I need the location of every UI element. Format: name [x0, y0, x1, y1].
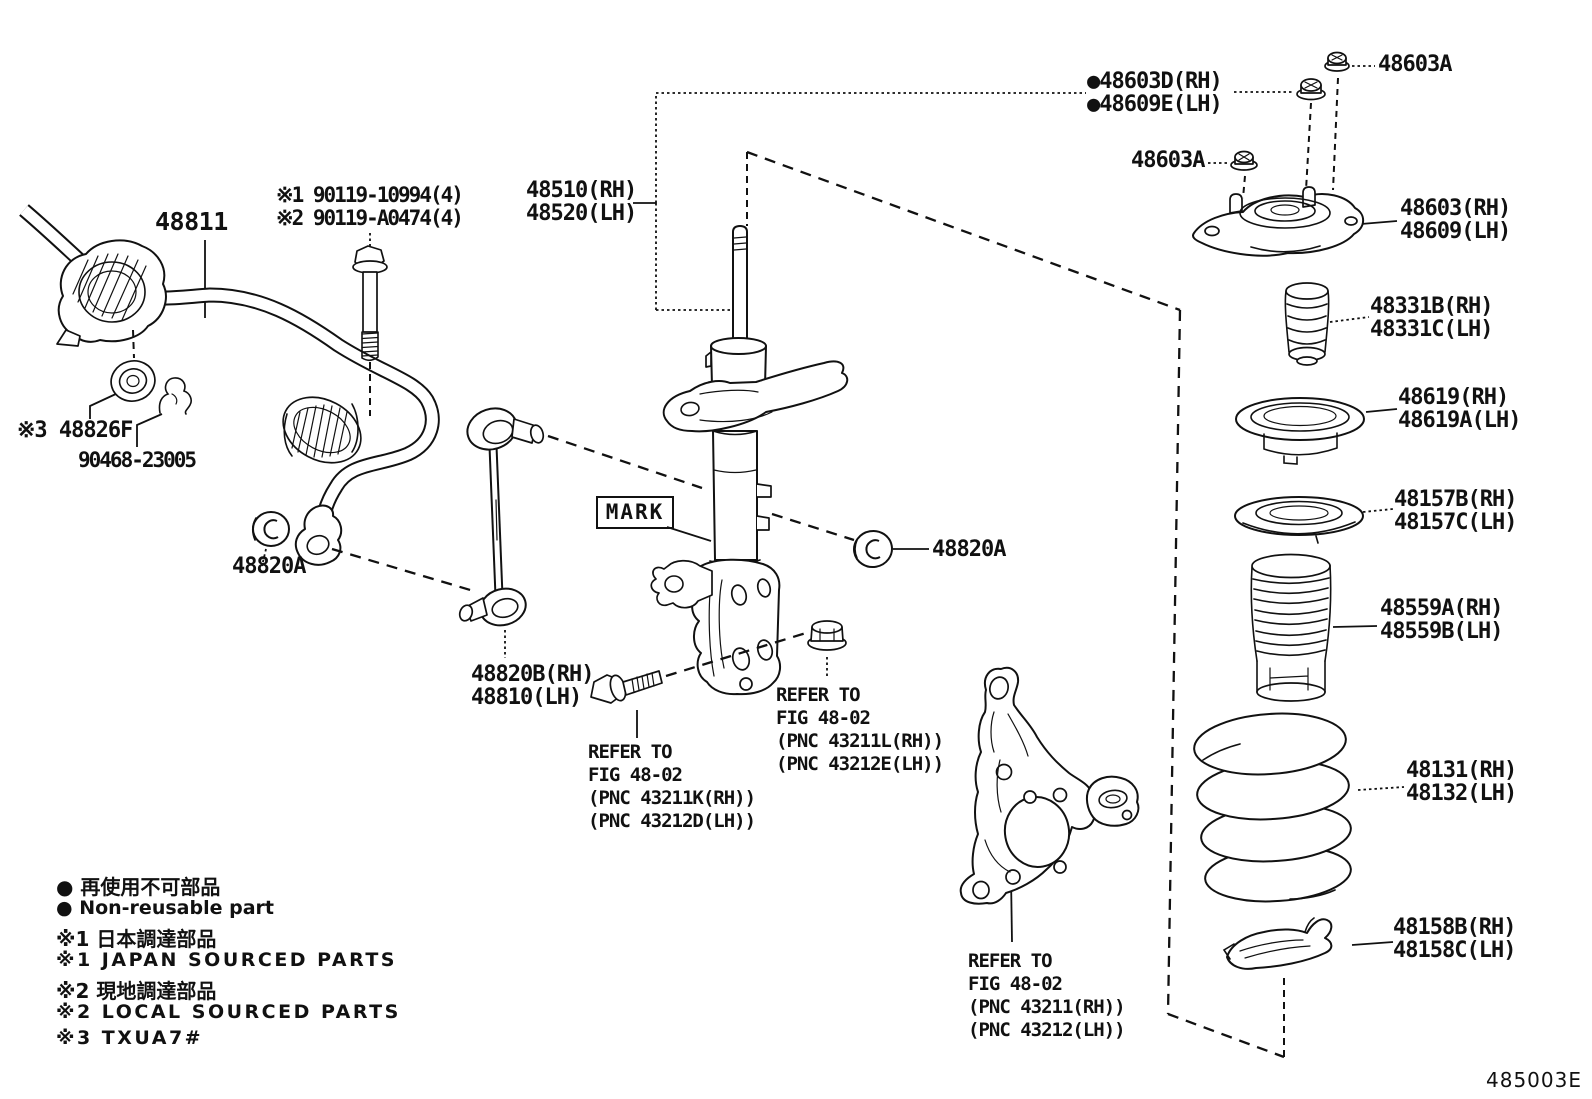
label-link: 48820B(RH) 48810(LH) [471, 662, 594, 710]
support-nut-b-drawing [1296, 78, 1326, 101]
label-insulator-lower: 48158B(RH) 48158C(LH) [1393, 915, 1516, 963]
label-bolt-notes: ※1 90119-10994(4) ※2 90119-A0474(4) [276, 183, 464, 230]
bump-stopper-drawing [1284, 282, 1330, 366]
legend-line: ※3 TXUA7# [56, 1027, 204, 1049]
legend-line: ※1 日本調達部品 [56, 927, 217, 951]
support-nut-c-drawing [1230, 150, 1258, 171]
link-bolt-drawing [590, 670, 663, 704]
bracket-nut-drawing [807, 620, 847, 651]
label-bush-retainer: ※3 48826F [17, 418, 133, 443]
legend: ● 再使用不可部品 ● Non-reusable part ※1 日本調達部品 … [56, 871, 401, 1053]
lower-insulator-drawing [1222, 917, 1333, 970]
label-nut-top: 48603A [1378, 52, 1452, 77]
support-mount-drawing [1192, 186, 1365, 257]
legend-line: ※2 LOCAL SOURCED PARTS [56, 1001, 401, 1023]
legend-line: ● 再使用不可部品 [56, 875, 221, 899]
label-bump-stopper: 48331B(RH) 48331C(LH) [1370, 294, 1493, 342]
label-dust-cover: 48559A(RH) 48559B(LH) [1380, 596, 1503, 644]
stabilizer-link-drawing [458, 407, 545, 627]
upper-spring-seat-drawing [1235, 397, 1365, 465]
label-nut-link: 48820A [932, 537, 1006, 562]
bar-bushing-drawing [282, 396, 362, 464]
legend-line: ※2 現地調達部品 [56, 979, 217, 1003]
figure-code: 485003E [1486, 1068, 1582, 1092]
label-clip: 90468-23005 [78, 448, 197, 472]
stabilizer-bush-drawing [251, 511, 290, 547]
label-coil-spring: 48131(RH) 48132(LH) [1406, 758, 1517, 806]
label-nut-left: 48603A [1131, 148, 1205, 173]
label-strut: 48510(RH) 48520(LH) [526, 178, 637, 226]
strut-drawing [650, 225, 849, 696]
refer-note-strut-lower: REFER TO FIG 48-02 (PNC 43211K(RH)) (PNC… [588, 741, 756, 832]
coil-spring-drawing [1193, 712, 1352, 903]
flange-bolt-drawing [352, 245, 388, 362]
bush-retainer-washer-drawing [110, 360, 156, 402]
upper-insulator-drawing [1234, 496, 1364, 544]
legend-line: ※1 JAPAN SOURCED PARTS [56, 949, 397, 971]
bar-end-bracket-drawing [294, 504, 343, 566]
knuckle-drawing [959, 666, 1140, 905]
label-bush-front: 48820A [232, 554, 306, 579]
label-stabilizer-bar: 48811 [155, 207, 228, 236]
legend-line: ● Non-reusable part [56, 897, 274, 919]
dashed-connectors [132, 77, 1339, 678]
label-insulator-upper: 48157B(RH) 48157C(LH) [1394, 487, 1517, 535]
label-seat-upper: 48619(RH) 48619A(LH) [1398, 385, 1521, 433]
link-nut-drawing [853, 529, 893, 569]
label-support: 48603(RH) 48609(LH) [1400, 196, 1511, 244]
dust-cover-drawing [1250, 553, 1332, 702]
label-support-sub-assy: ●48603D(RH) ●48609E(LH) [1087, 69, 1223, 117]
zone-dashed-boundary [746, 150, 1285, 1059]
refer-note-strut-upper: REFER TO FIG 48-02 (PNC 43211L(RH)) (PNC… [776, 684, 944, 775]
clip-drawing [158, 377, 192, 415]
refer-note-knuckle: REFER TO FIG 48-02 (PNC 43211(RH)) (PNC … [968, 950, 1126, 1041]
support-nut-a-drawing [1324, 51, 1350, 72]
mark-callout: MARK [596, 496, 674, 529]
bar-clamp-drawing [56, 239, 167, 347]
